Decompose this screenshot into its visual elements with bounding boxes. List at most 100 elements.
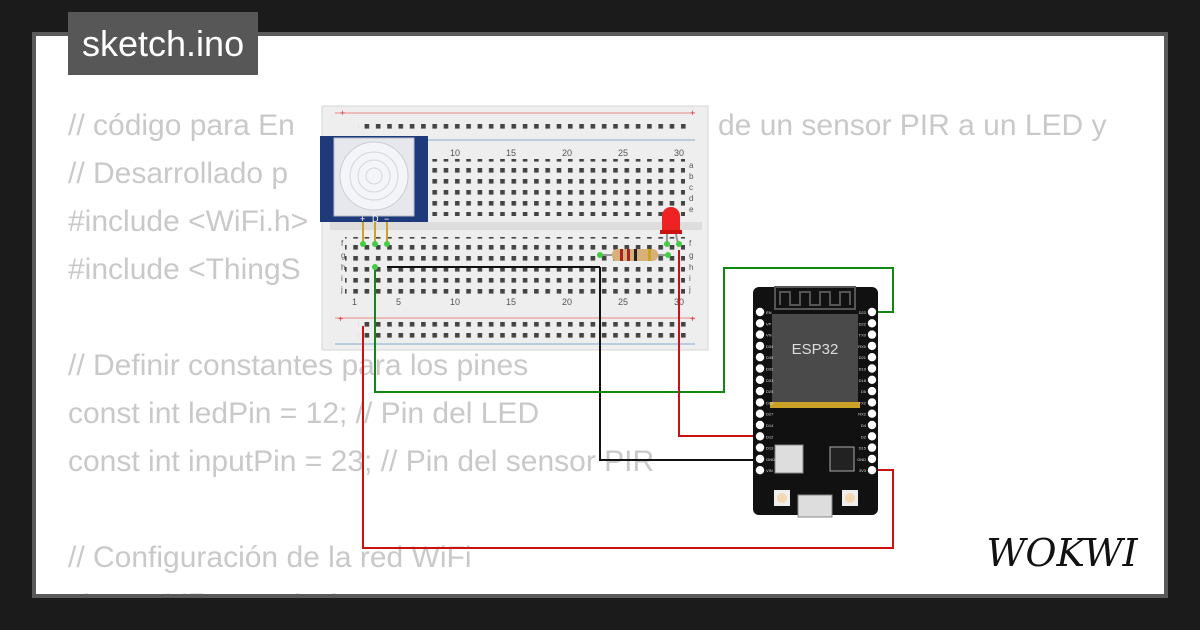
esp32-pin-label: D4 [861, 423, 867, 428]
column-number: 15 [506, 148, 516, 158]
code-line: // Definir constantes para los pines [68, 349, 529, 382]
row-letter: c [689, 183, 693, 192]
code-line: const int ledPin = 12; // Pin del LED [68, 397, 540, 430]
rail-plus-label: + [690, 108, 695, 118]
esp32-pin[interactable] [867, 409, 877, 418]
esp32-pin[interactable] [867, 341, 877, 351]
esp32-pin-label: D13 [766, 446, 774, 451]
wire-black-gnd [599, 267, 760, 461]
wires [362, 250, 894, 549]
esp32-pin[interactable] [755, 330, 765, 339]
esp32-pin[interactable] [755, 386, 765, 396]
code-line: #include <WiFi.h> [68, 205, 309, 238]
column-number: 25 [618, 297, 628, 307]
esp32-pin[interactable] [755, 466, 765, 475]
esp32-pin[interactable] [755, 353, 765, 362]
esp32-pin[interactable] [867, 420, 877, 430]
esp32-pin[interactable] [755, 375, 765, 384]
esp32-pin[interactable] [867, 386, 877, 396]
esp32-pin-label: D12 [766, 434, 774, 439]
code-line: // Configuración de la red WiFi [68, 541, 472, 574]
code-line: // Desarrollado p [68, 157, 289, 190]
esp32-pin-label: D14 [766, 423, 774, 428]
resistor[interactable] [597, 249, 671, 261]
column-number: 30 [674, 148, 684, 158]
esp32-pin-label: D22 [859, 321, 867, 326]
esp32-pin-label: D27 [766, 412, 774, 417]
esp32-pin[interactable] [867, 432, 877, 441]
esp32-pin[interactable] [755, 420, 765, 430]
rail-plus-label: + [690, 314, 695, 324]
esp32-pin[interactable] [867, 364, 877, 373]
esp32-pin-label: D23 [859, 310, 867, 315]
wokwi-logo: WOKWI [986, 531, 1138, 575]
column-number: 10 [450, 297, 460, 307]
esp32-pin[interactable] [755, 319, 765, 328]
esp32-right-pins: D23D22TX0RX0D21D19D18D5TX2RX2D4D2D15GND3… [857, 307, 877, 475]
pir-pin-label: D [372, 214, 379, 224]
row-letter: b [689, 172, 694, 181]
esp32-pin[interactable] [755, 307, 765, 317]
column-number: 15 [506, 297, 516, 307]
esp32-pin-label: TX2 [859, 400, 867, 405]
rail-plus-label: + [338, 314, 343, 324]
row-letter: j [688, 285, 691, 294]
pir-pin-label: + [360, 214, 365, 224]
esp32-pin[interactable] [867, 307, 877, 317]
code-background: // código para En// Desarrollado p#inclu… [68, 102, 654, 594]
esp32-left-pins: ENVPVND34D35D32D33D25D26D27D14D12D13GNDV… [755, 307, 775, 475]
esp32-pin[interactable] [867, 375, 877, 384]
column-number: 25 [618, 148, 628, 158]
esp32-pin-label: 3V3 [859, 468, 867, 473]
esp32-pin[interactable] [755, 364, 765, 373]
column-number: 1 [352, 297, 357, 307]
column-number: 10 [450, 148, 460, 158]
pir-pin-label: − [384, 214, 389, 224]
esp32-board[interactable]: ESP32 [753, 286, 878, 518]
pir-sensor[interactable]: + D − [320, 136, 428, 247]
code-line-tail: de un sensor PIR a un LED y [718, 109, 1107, 142]
wire-red-power [362, 326, 894, 549]
row-letter: g [689, 251, 693, 260]
esp32-pin-label: TX0 [859, 333, 867, 338]
row-letter: h [341, 263, 345, 272]
esp32-pin-label: D33 [766, 378, 774, 383]
row-letter: h [689, 263, 693, 272]
esp32-pin[interactable] [867, 398, 877, 407]
esp32-pin[interactable] [755, 409, 765, 418]
esp32-pin[interactable] [867, 466, 877, 475]
esp32-pin-label: GND [857, 457, 866, 462]
column-number: 20 [562, 148, 572, 158]
esp32-pin[interactable] [755, 443, 765, 452]
esp32-pin[interactable] [867, 454, 877, 464]
esp32-pin-label: D34 [766, 344, 774, 349]
esp32-pin[interactable] [755, 454, 765, 464]
esp32-pin[interactable] [867, 319, 877, 328]
esp32-pin-label: D5 [861, 389, 867, 394]
red-led[interactable] [660, 207, 682, 247]
esp32-pin-label: EN [766, 310, 772, 315]
column-number: 20 [562, 297, 572, 307]
wire-green-signal [374, 267, 894, 393]
esp32-pin[interactable] [755, 432, 765, 441]
code-line: char ssid[] = "Wokwi-GUEST"; [68, 582, 654, 594]
esp32-pin-label: D2 [861, 434, 867, 439]
esp32-pin-label: D18 [859, 378, 867, 383]
esp32-pin-label: D32 [766, 367, 774, 372]
row-letter: d [689, 194, 693, 203]
esp32-pin[interactable] [867, 330, 877, 339]
esp32-pin[interactable] [867, 353, 877, 362]
file-tab[interactable]: sketch.ino [68, 12, 259, 75]
esp32-pin[interactable] [755, 398, 765, 407]
code-line: const int inputPin = 23; // Pin del sens… [68, 445, 655, 478]
row-letter: a [689, 161, 694, 170]
row-letter: e [689, 205, 694, 214]
row-letter: j [340, 285, 343, 294]
row-letter: g [341, 251, 345, 260]
esp32-pin[interactable] [755, 341, 765, 351]
esp32-pin[interactable] [867, 443, 877, 452]
esp32-pin-label: D25 [766, 389, 774, 394]
rail-plus-label: + [340, 108, 345, 118]
esp32-pin-label: VN [766, 333, 772, 338]
